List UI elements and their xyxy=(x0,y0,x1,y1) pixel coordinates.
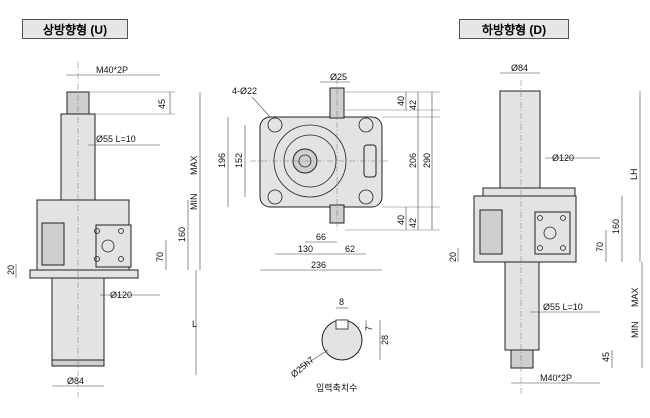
max-label: MAX xyxy=(189,155,199,175)
top-shaft-label: Ø25 xyxy=(330,72,347,82)
height-70-right-label: 70 xyxy=(595,242,605,252)
input-shaft-caption: 입력축치수 xyxy=(316,382,357,393)
min-right-label: MIN xyxy=(630,322,640,339)
upward-view: M40*2P 45 Ø55 L=10 MIN MAX 160 70 20 Ø12… xyxy=(6,62,201,400)
height-160-label: 160 xyxy=(177,227,187,242)
dim-62-label: 62 xyxy=(345,244,355,254)
shaft-diameter-right-label: Ø55 L=10 xyxy=(543,302,583,312)
height-45-label: 45 xyxy=(157,99,167,109)
key-width-label: 8 xyxy=(339,297,344,307)
top-diameter-label: Ø84 xyxy=(511,63,528,73)
height-20-label: 20 xyxy=(6,265,16,275)
front-housing xyxy=(259,116,383,208)
input-shaft-detail: 8 7 28 Ø25h7 입력축치수 xyxy=(289,297,390,393)
base-diameter-label: Ø84 xyxy=(67,376,84,386)
upper-housing xyxy=(499,90,541,191)
bottom-thread-end xyxy=(510,349,534,369)
min-label: MIN xyxy=(189,194,199,211)
height-45-right-label: 45 xyxy=(601,352,611,362)
downward-type-label: 하방향형 (D) xyxy=(459,19,569,39)
flange-diameter-right-label: Ø120 xyxy=(552,153,574,163)
flange-diameter-label: Ø120 xyxy=(110,290,132,300)
mount-flange xyxy=(29,269,139,279)
shaft-height-label: 28 xyxy=(380,335,390,345)
key-height-label: 7 xyxy=(364,326,374,331)
dim-40-bottom-label: 40 xyxy=(396,215,406,225)
upward-type-label: 상방향형 (U) xyxy=(22,19,128,39)
holes-label: 4-Ø22 xyxy=(232,86,257,96)
lower-screw-shaft xyxy=(504,261,540,351)
thread-label: M40*2P xyxy=(96,65,128,75)
height-20-right-label: 20 xyxy=(448,252,458,262)
lh-label: LH xyxy=(629,168,639,180)
max-right-label: MAX xyxy=(630,287,640,307)
dim-196-label: 196 xyxy=(217,153,227,168)
height-70-label: 70 xyxy=(155,252,165,262)
dim-206-label: 206 xyxy=(408,153,418,168)
downward-view: Ø84 Ø120 LH 160 70 20 Ø55 L=10 MIN 45 M4… xyxy=(448,63,643,395)
dim-66-label: 66 xyxy=(316,232,326,242)
height-160-right-label: 160 xyxy=(611,219,621,234)
front-view: 4-Ø22 Ø25 40 42 196 152 206 290 42 40 66… xyxy=(217,72,440,271)
dim-152-label: 152 xyxy=(234,153,244,168)
dim-130-label: 130 xyxy=(298,244,313,254)
dim-290-label: 290 xyxy=(422,153,432,168)
dim-40-top-label: 40 xyxy=(396,96,406,106)
dim-42-bottom-label: 42 xyxy=(408,218,418,228)
dim-42-top-label: 42 xyxy=(408,100,418,110)
stroke-label: L xyxy=(192,319,197,329)
dim-236-label: 236 xyxy=(311,260,326,270)
shaft-dia-label: Ø25h7 xyxy=(289,354,316,379)
thread-right-label: M40*2P xyxy=(540,373,572,383)
shaft-diameter-label: Ø55 L=10 xyxy=(96,134,136,144)
